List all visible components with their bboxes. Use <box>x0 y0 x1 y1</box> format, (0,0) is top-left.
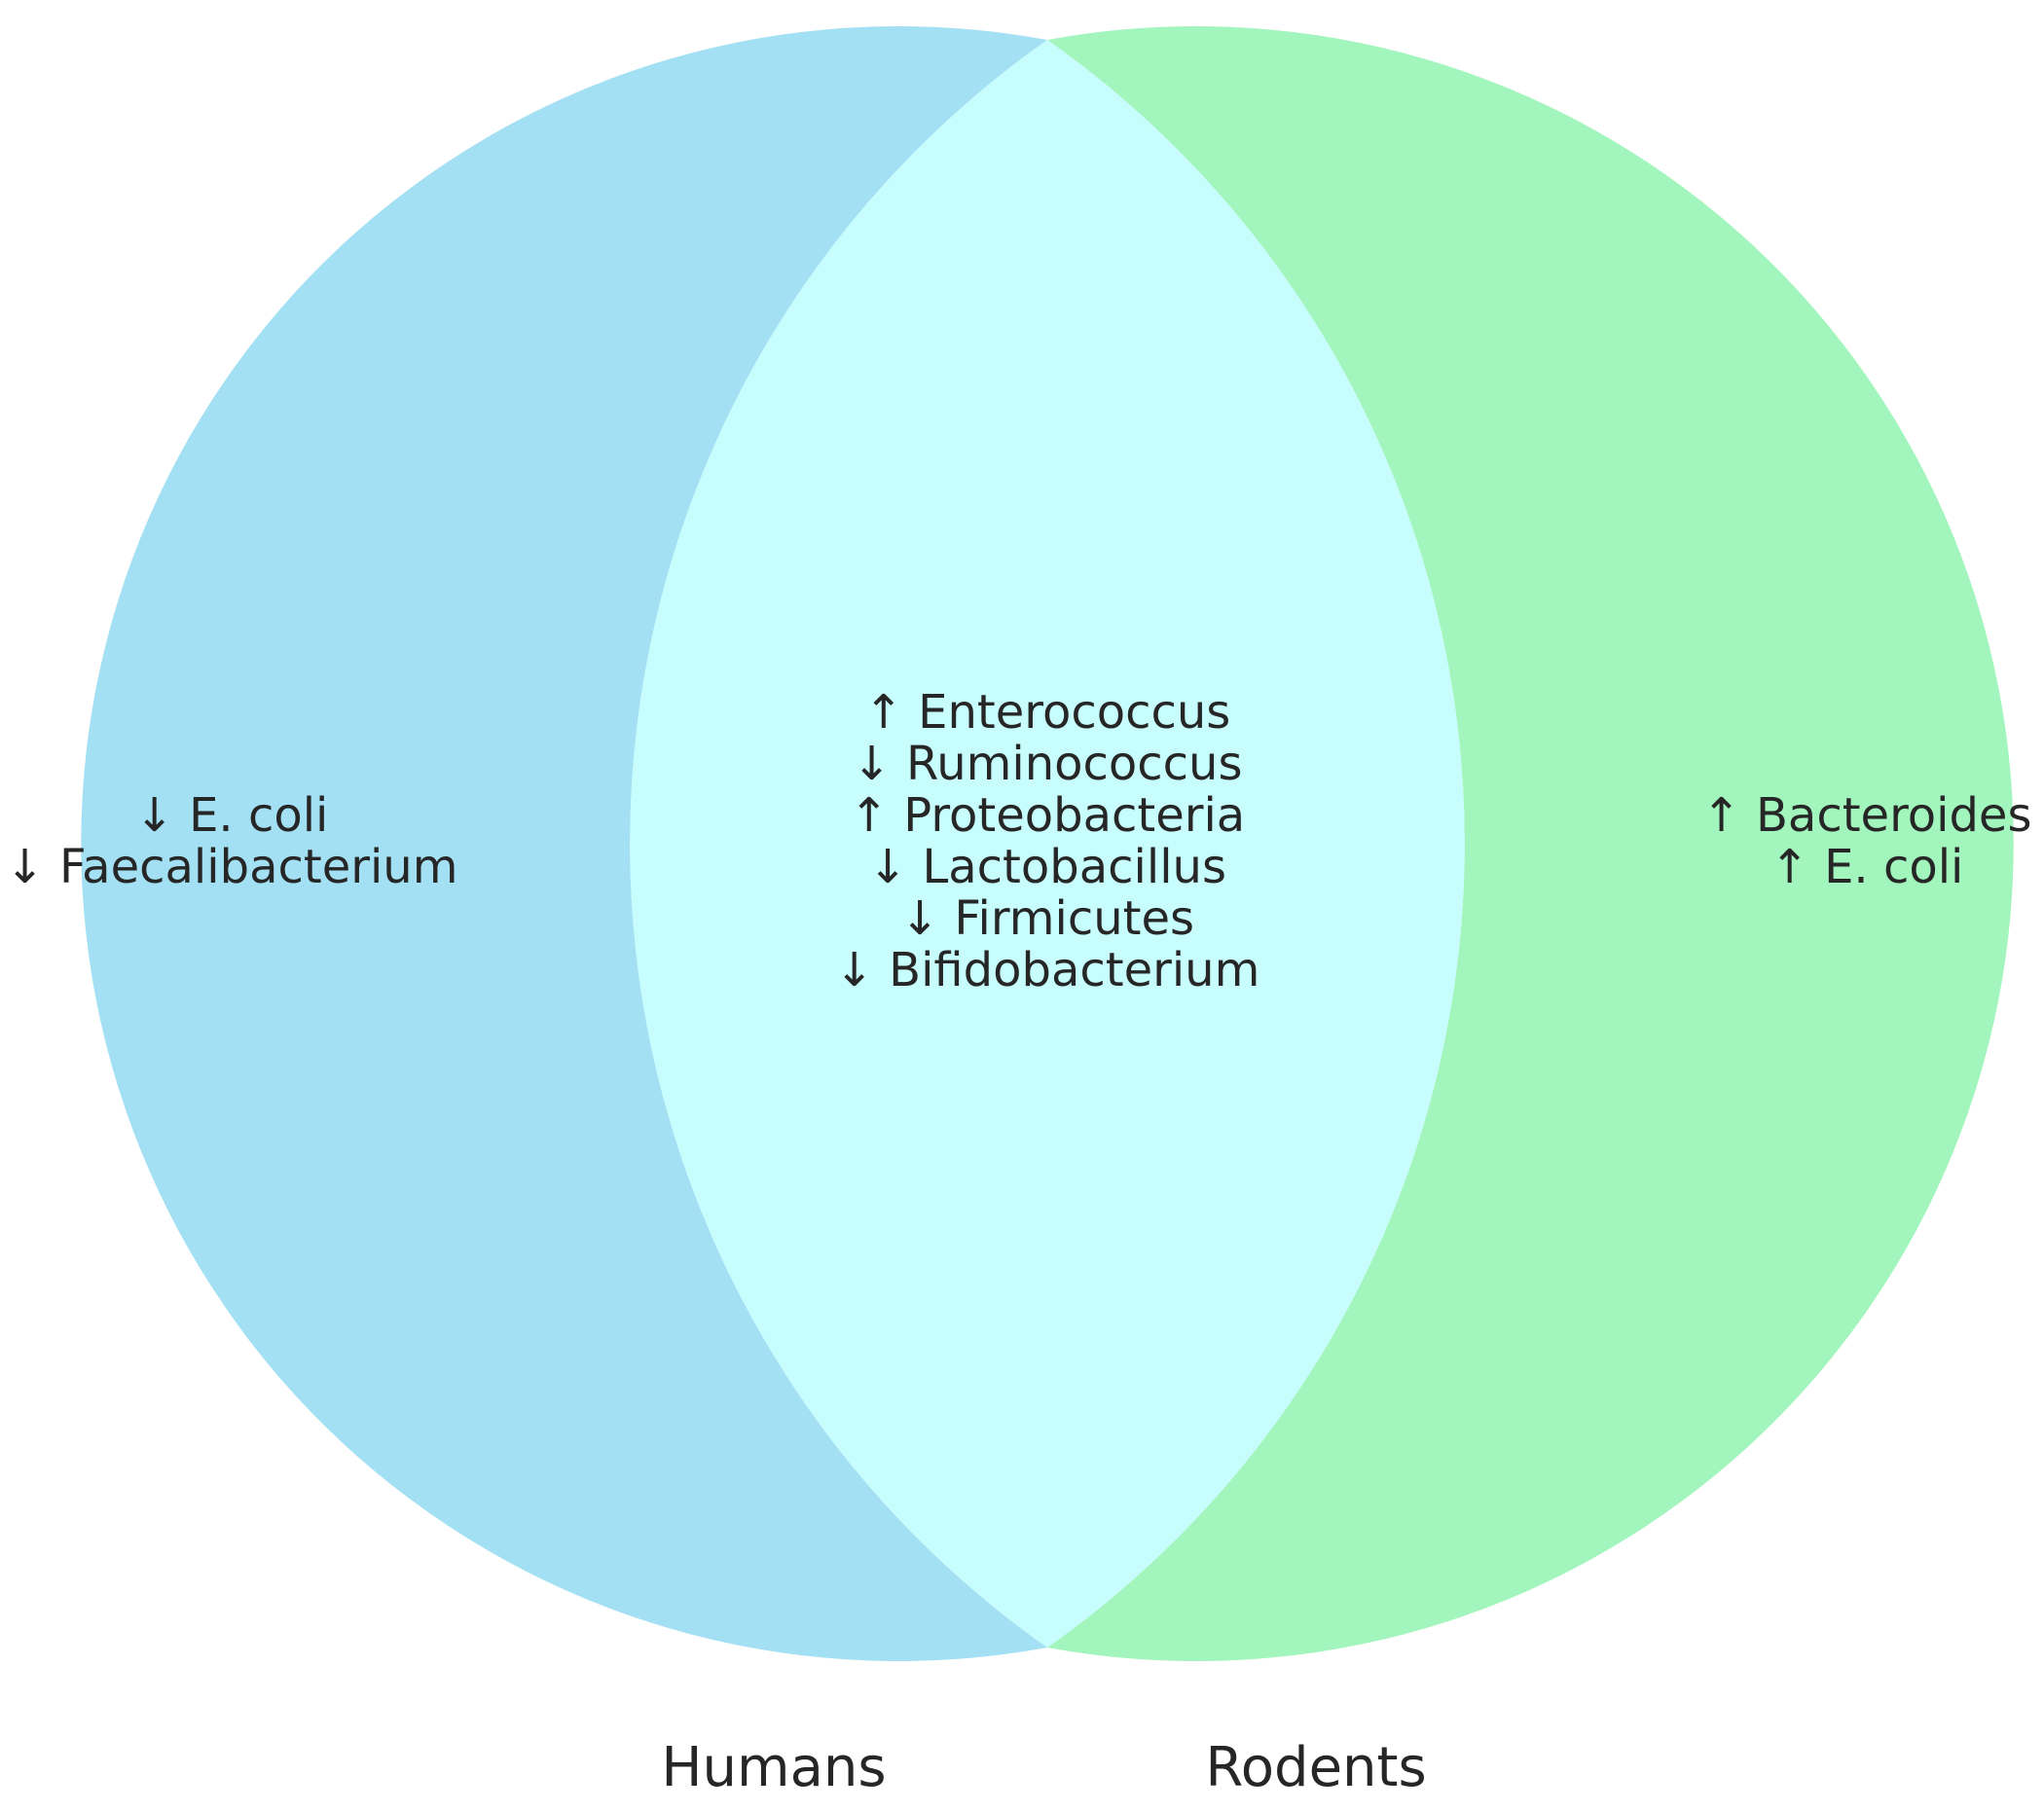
rodents-only-region <box>1047 26 2014 1662</box>
rodents-only-item: ↑ Bacteroides <box>1702 788 2032 843</box>
humans-only-item: ↓ Faecalibacterium <box>6 840 458 894</box>
shared-item: ↓ Lactobacillus <box>868 840 1226 894</box>
set-label-humans: Humans <box>661 1736 886 1799</box>
set-label-rodents: Rodents <box>1205 1736 1426 1799</box>
humans-only-item: ↓ E. coli <box>135 788 329 843</box>
humans-only-region <box>81 26 1047 1662</box>
rodents-only-item: ↑ E. coli <box>1770 840 1964 894</box>
shared-item: ↑ Enterococcus <box>864 685 1231 740</box>
shared-item: ↓ Firmicutes <box>900 891 1194 946</box>
shared-item: ↑ Proteobacteria <box>850 788 1245 843</box>
overlap-region <box>630 40 1465 1648</box>
shared-item: ↓ Bifidobacterium <box>835 943 1260 997</box>
shared-item: ↓ Ruminococcus <box>853 737 1243 791</box>
